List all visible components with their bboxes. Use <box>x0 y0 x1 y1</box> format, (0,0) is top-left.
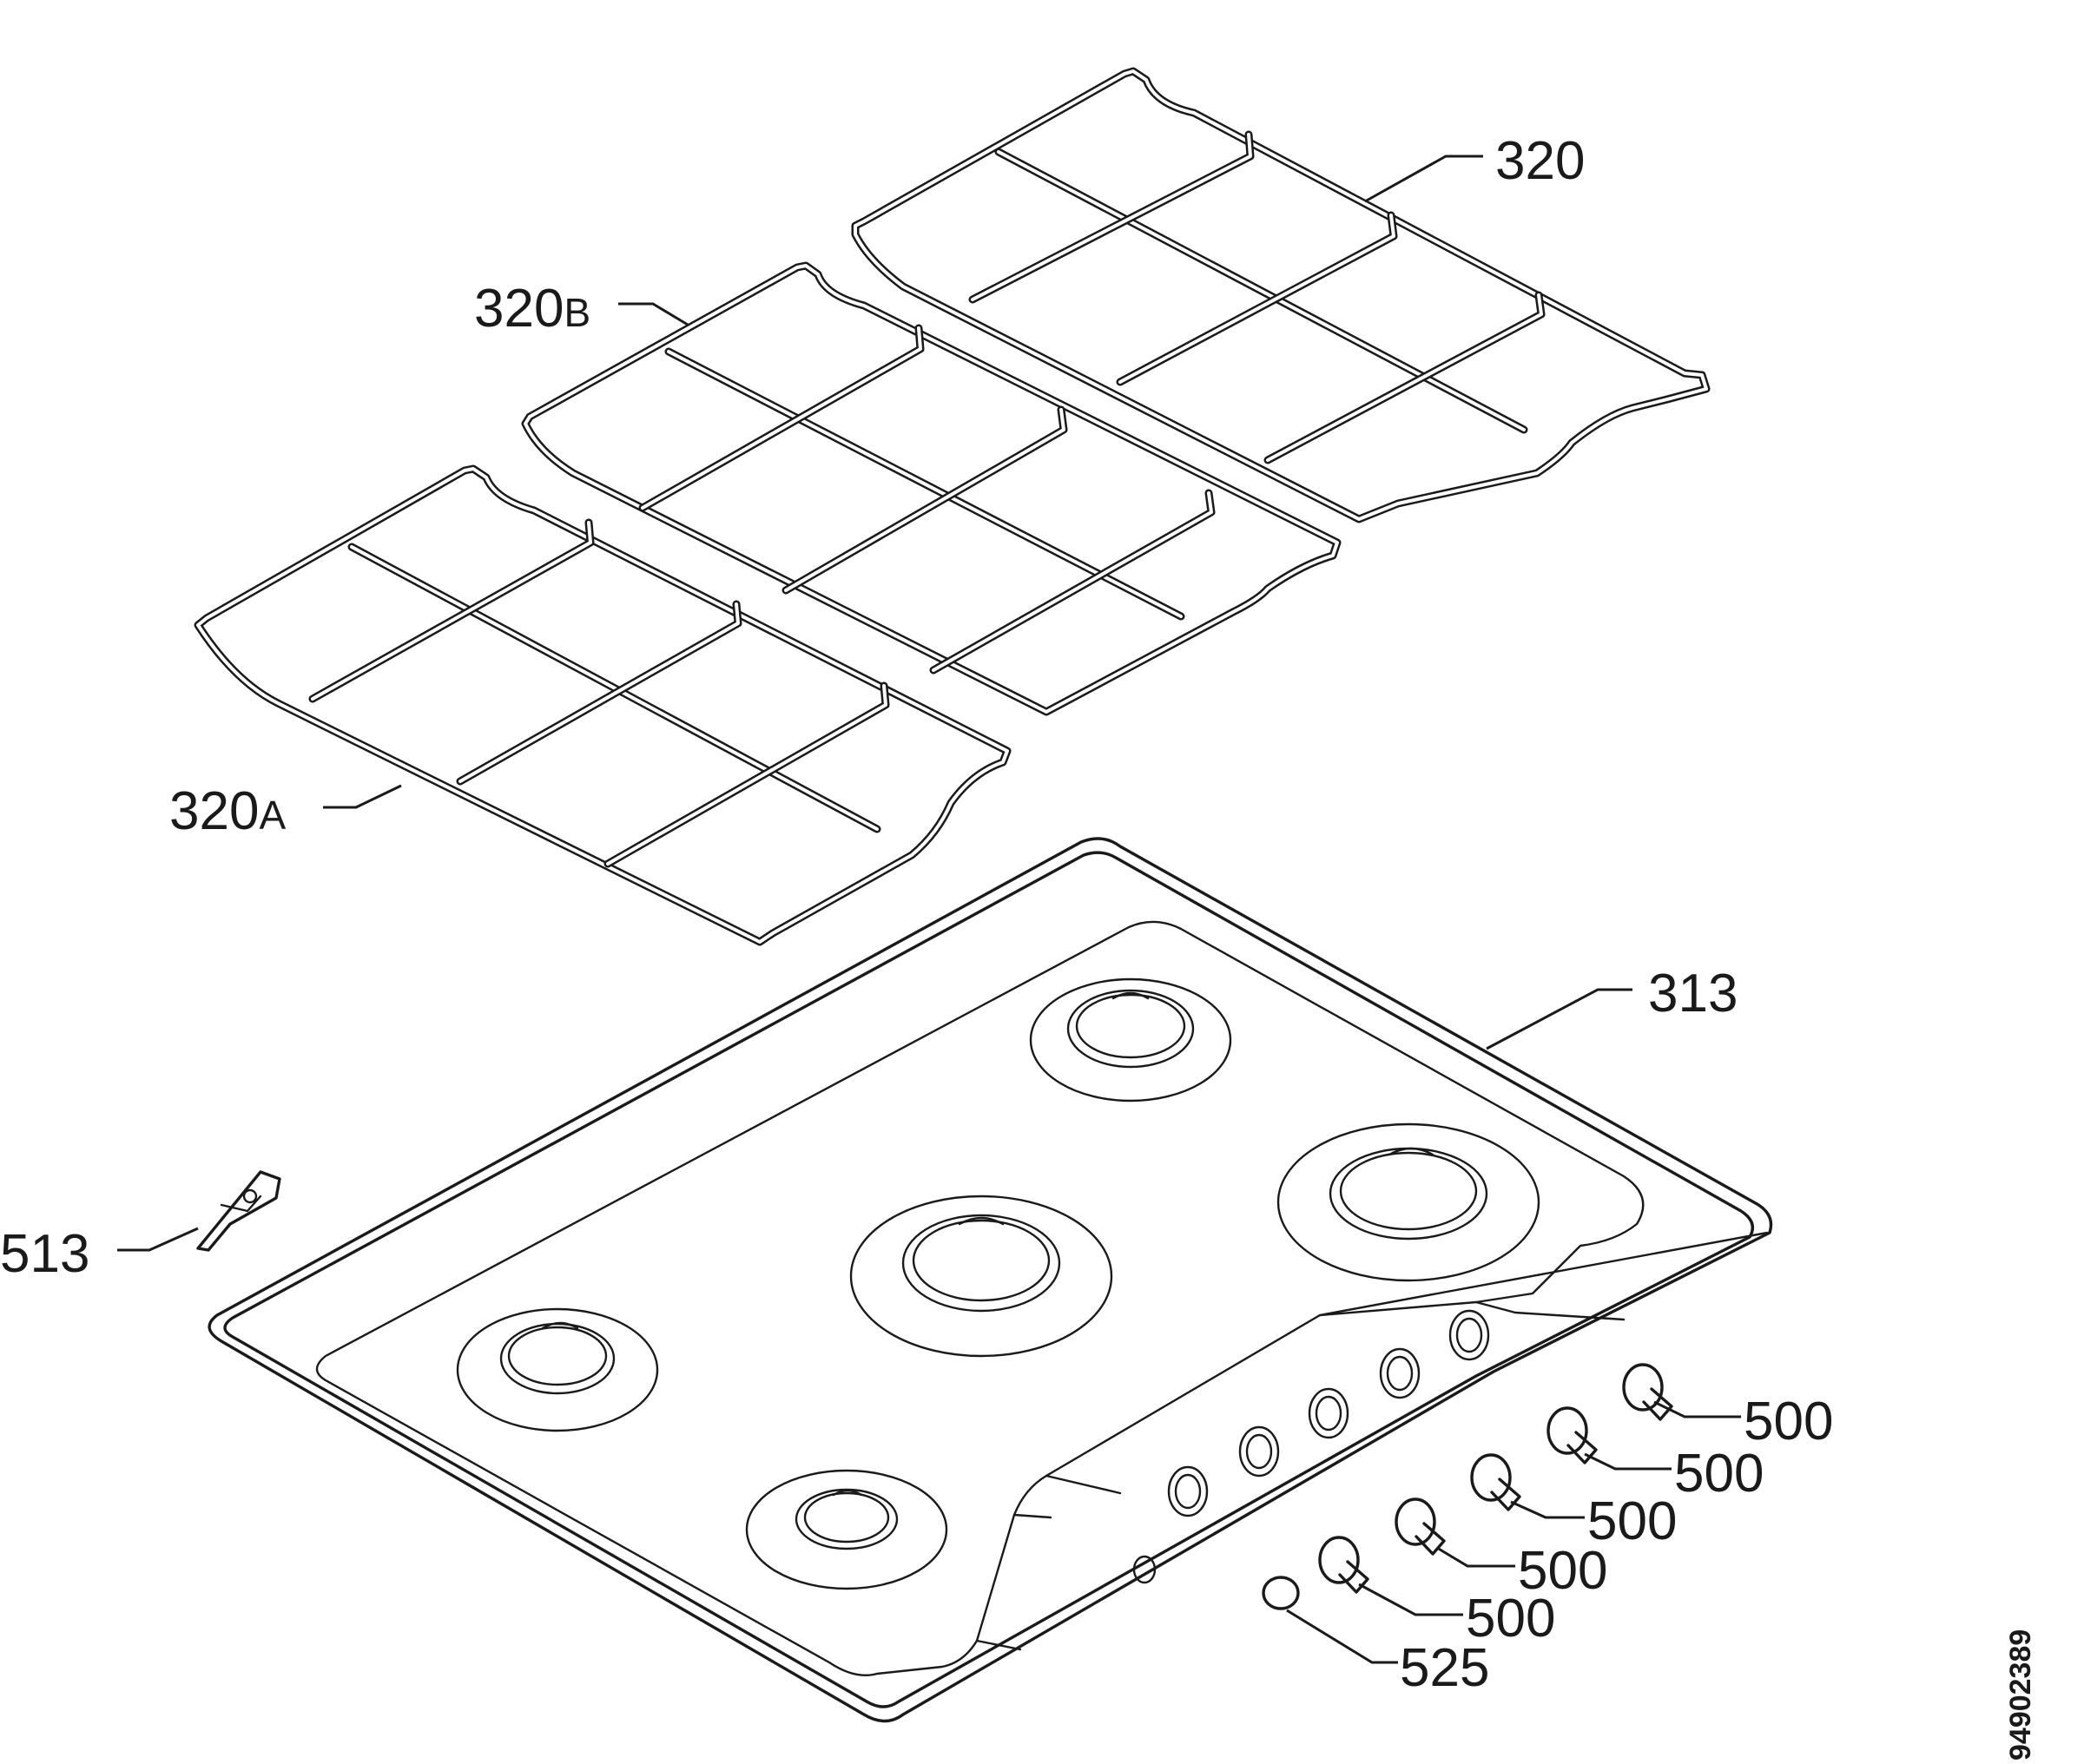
label-320b: 320B <box>474 279 590 339</box>
label-320: 320 <box>1495 131 1585 191</box>
label-500-5: 500 <box>1466 1589 1555 1649</box>
ignition-button-525 <box>1262 1576 1300 1610</box>
pan-support-grid-320a <box>194 464 1012 946</box>
burner-front <box>745 1469 948 1590</box>
control-knob-1 <box>1622 1363 1673 1421</box>
control-holes <box>1132 1309 1490 1584</box>
burner-center <box>849 1195 1113 1358</box>
burner-rear <box>1029 977 1232 1102</box>
hob-top-313 <box>208 837 1773 1723</box>
label-525: 525 <box>1400 1638 1489 1698</box>
label-320b-suffix: B <box>564 290 590 335</box>
control-knob-4 <box>1395 1497 1446 1556</box>
label-320a-suffix: A <box>259 793 286 838</box>
pan-support-grid-320 <box>851 67 1711 523</box>
burner-left <box>456 1307 659 1432</box>
label-500-1: 500 <box>1744 1392 1833 1451</box>
label-313: 313 <box>1648 964 1738 1024</box>
label-500-2: 500 <box>1674 1444 1764 1504</box>
drawing-number: 94902389 <box>2004 1629 2037 1761</box>
control-knob-2 <box>1547 1406 1598 1465</box>
clip-513 <box>196 1170 281 1252</box>
label-513: 513 <box>0 1224 89 1284</box>
label-320a-number: 320 <box>169 781 259 841</box>
pan-support-grid-320b <box>521 261 1342 716</box>
label-320b-number: 320 <box>474 279 564 339</box>
burner-right <box>1276 1122 1540 1282</box>
label-500-3: 500 <box>1587 1491 1677 1551</box>
label-500-4: 500 <box>1518 1541 1607 1601</box>
leader-lines <box>117 155 1741 1664</box>
label-320a: 320A <box>169 781 286 841</box>
